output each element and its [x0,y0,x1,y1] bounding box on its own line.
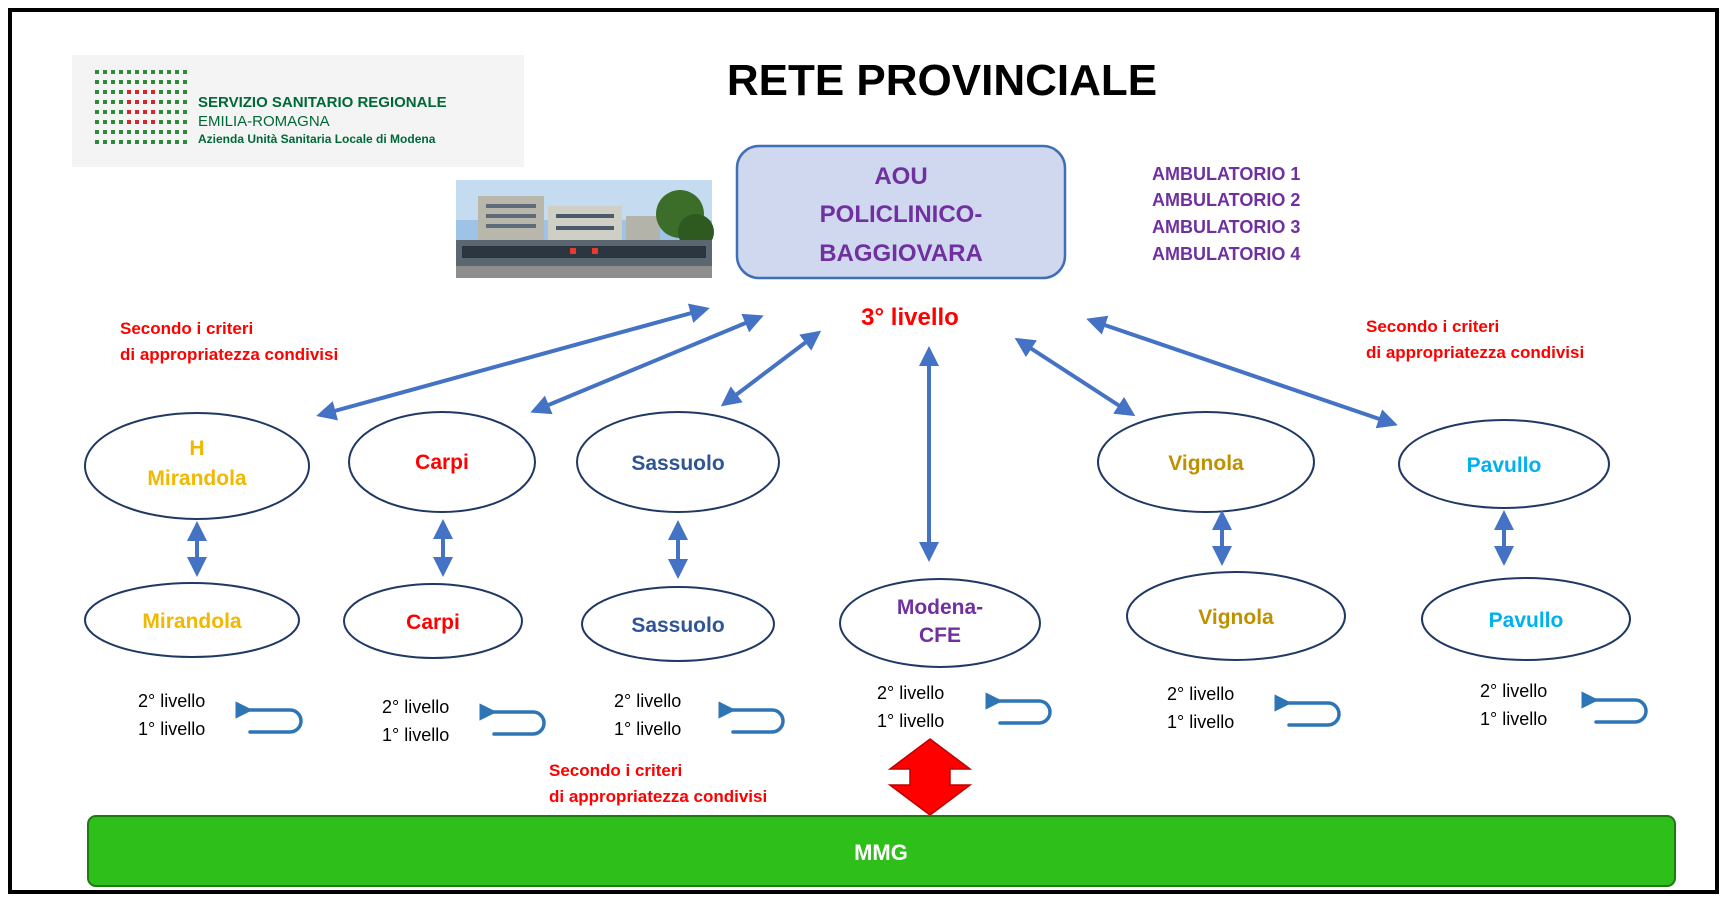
ambulatorio-2: AMBULATORIO 2 [1152,190,1300,210]
district-node: Mirandola [84,582,300,658]
svg-text:Secondo i criteri: Secondo i criteri [1366,317,1499,336]
svg-text:Sassuolo: Sassuolo [631,452,724,475]
svg-text:H: H [189,437,204,460]
return-arrows [235,691,1648,736]
hub-line-policlinico: POLICLINICO- [820,201,983,228]
criteria-note-right: Secondo i criteri di appropriatezza cond… [1366,317,1584,362]
svg-text:di appropriatezza condivisi: di appropriatezza condivisi [120,345,338,364]
svg-text:Mirandola: Mirandola [142,610,241,633]
logo-line2: EMILIA-ROMAGNA [198,113,330,130]
level-pair-carpi: 2° livello 1° livello [382,697,449,745]
district-node: Sassuolo [581,586,775,662]
return-arrow-icon [1274,694,1341,727]
district-node: Carpi [343,583,523,659]
hospital-photo [456,180,714,278]
svg-text:Carpi: Carpi [406,611,460,634]
logo-line3: Azienda Unità Sanitaria Locale di Modena [198,132,436,146]
mmg-label: MMG [854,840,908,865]
svg-text:Carpi: Carpi [415,451,469,474]
level-pair-modena: 2° livello 1° livello [877,683,944,731]
svg-text:2° livello: 2° livello [1167,684,1234,704]
return-arrow-icon [718,701,785,734]
return-arrow-icon [235,701,303,734]
hospital-node: Carpi [348,411,536,513]
hub-box [735,144,1067,280]
return-arrow-icon [985,692,1052,725]
svg-text:1° livello: 1° livello [382,725,449,745]
ambulatorio-1: AMBULATORIO 1 [1152,164,1300,184]
arrow-hub-pavullo [1086,315,1398,429]
return-arrow-icon [479,703,546,736]
svg-text:1° livello: 1° livello [1167,712,1234,732]
hub-line-baggiovara: BAGGIOVARA [819,240,983,267]
mmg-bar [87,815,1676,887]
svg-text:Pavullo: Pavullo [1467,454,1542,477]
hospital-node: H Mirandola [84,412,310,520]
criteria-note-left: Secondo i criteri di appropriatezza cond… [120,319,338,364]
svg-text:Mirandola: Mirandola [147,467,246,490]
svg-text:2° livello: 2° livello [614,691,681,711]
svg-text:2° livello: 2° livello [1480,681,1547,701]
svg-text:1° livello: 1° livello [877,711,944,731]
hospital-nodes: H Mirandola Carpi Sassuolo Vignola Pavul… [84,411,1610,520]
page-title: RETE PROVINCIALE [727,56,1157,105]
svg-text:Modena-: Modena- [897,596,983,619]
ambulatori-list: AMBULATORIO 1 AMBULATORIO 2 AMBULATORIO … [1152,164,1300,264]
svg-text:2° livello: 2° livello [382,697,449,717]
district-node: Vignola [1126,571,1346,661]
svg-text:1° livello: 1° livello [614,719,681,739]
svg-text:1° livello: 1° livello [1480,709,1547,729]
logo-dot-grid-icon [95,70,187,144]
svg-text:CFE: CFE [919,624,961,647]
svg-text:di appropriatezza condivisi: di appropriatezza condivisi [1366,343,1584,362]
svg-text:Secondo i criteri: Secondo i criteri [120,319,253,338]
district-node: Modena- CFE [839,578,1041,668]
logo: SERVIZIO SANITARIO REGIONALE EMILIA-ROMA… [72,55,524,167]
return-arrow-icon [1581,691,1648,724]
svg-text:2° livello: 2° livello [138,691,205,711]
hub-connections [316,303,1398,562]
hub-level-label: 3° livello [861,304,959,331]
arrow-hub-sassuolo [720,330,822,407]
hospital-node: Sassuolo [576,411,780,513]
svg-text:2° livello: 2° livello [877,683,944,703]
logo-line1: SERVIZIO SANITARIO REGIONALE [198,94,447,111]
hub-line-aou: AOU [874,163,927,190]
district-nodes: Mirandola Carpi Sassuolo Modena- CFE Vig… [84,571,1631,668]
svg-text:Vignola: Vignola [1198,606,1274,629]
district-node: Pavullo [1421,577,1631,661]
svg-text:Pavullo: Pavullo [1489,609,1564,632]
svg-text:Sassuolo: Sassuolo [631,614,724,637]
hospital-node: Pavullo [1398,419,1610,509]
ambulatorio-3: AMBULATORIO 3 [1152,217,1300,237]
level-labels: 2° livello 1° livello 2° livello 1° live… [138,681,1547,745]
svg-text:Secondo i criteri: Secondo i criteri [549,761,682,780]
level-pair-sassuolo: 2° livello 1° livello [614,691,681,739]
local-connections [187,510,1514,579]
level-pair-vignola: 2° livello 1° livello [1167,684,1234,732]
svg-text:1° livello: 1° livello [138,719,205,739]
criteria-note-bottom: Secondo i criteri di appropriatezza cond… [549,761,767,806]
level-pair-mirandola: 2° livello 1° livello [138,691,205,739]
svg-text:di appropriatezza condivisi: di appropriatezza condivisi [549,787,767,806]
svg-text:Vignola: Vignola [1168,452,1244,475]
level-pair-pavullo: 2° livello 1° livello [1480,681,1547,729]
ambulatorio-4: AMBULATORIO 4 [1152,244,1300,264]
logo-background [72,55,524,167]
hospital-node: Vignola [1097,411,1315,513]
